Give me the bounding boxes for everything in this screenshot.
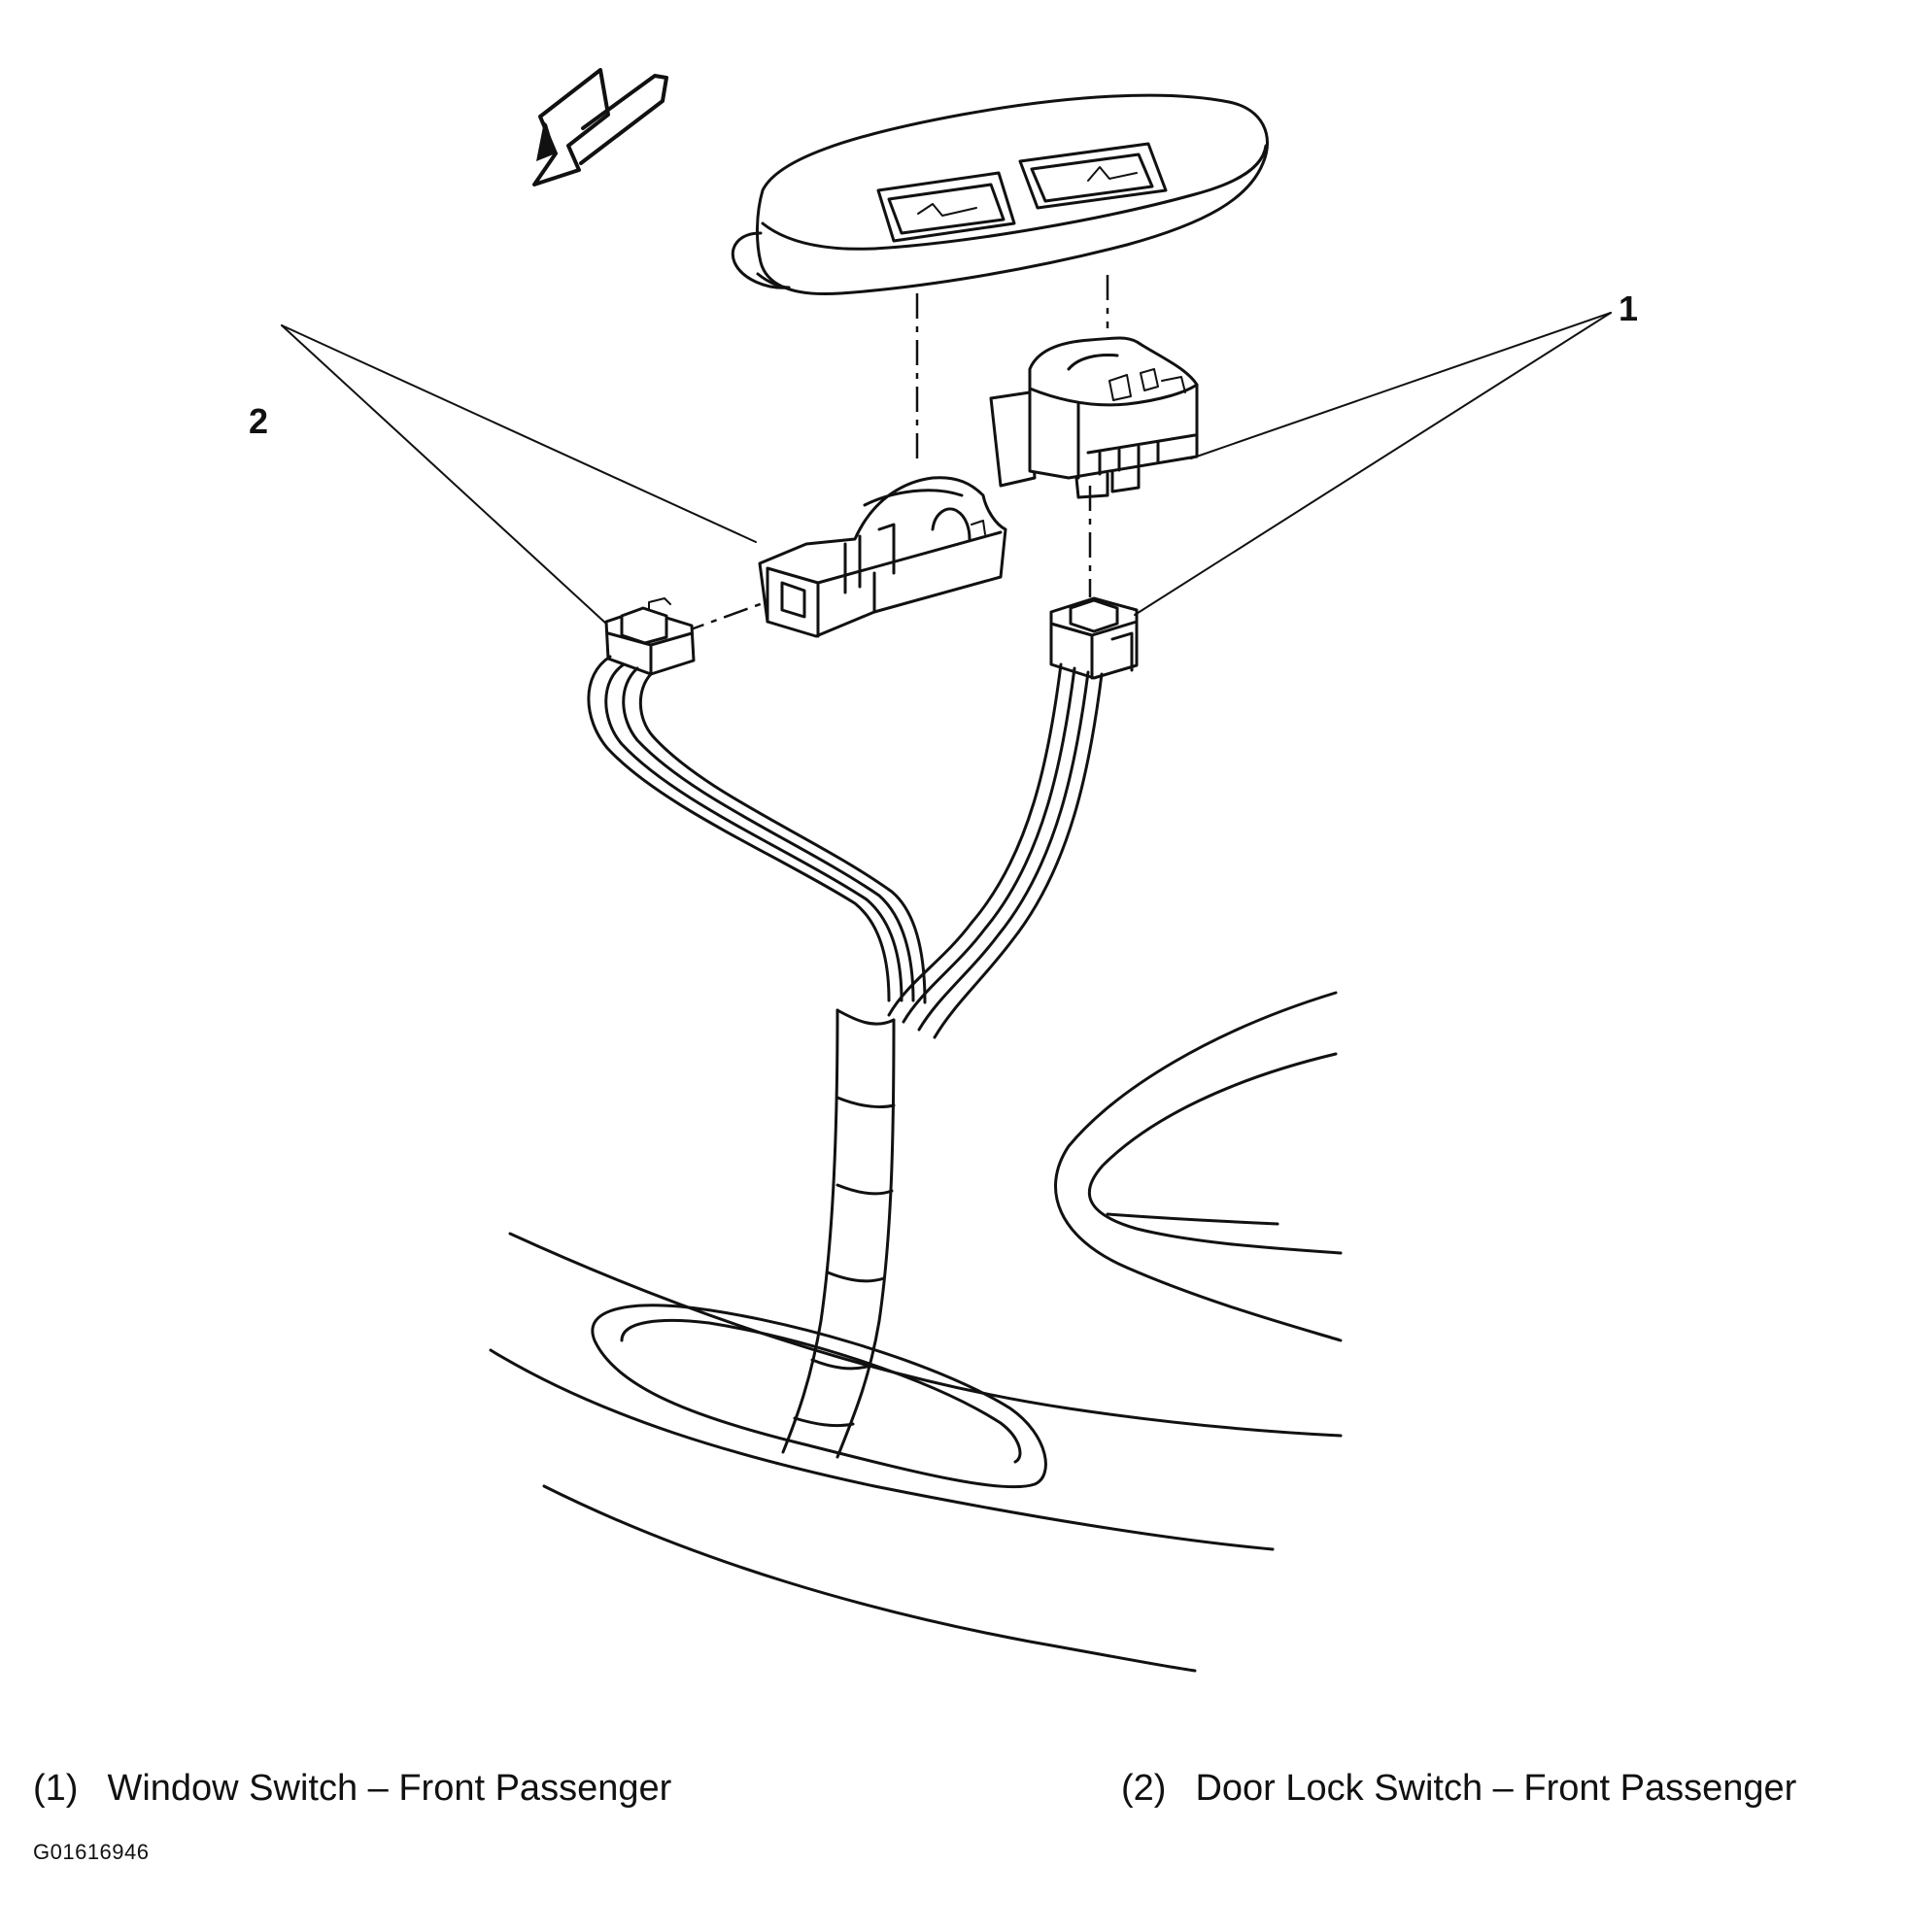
- callout-2: 2: [249, 401, 268, 441]
- legend-item-2: (2) Door Lock Switch – Front Passenger: [1121, 1768, 1796, 1810]
- wire-harness: [587, 655, 1104, 1459]
- legend-item-1: (1) Window Switch – Front Passenger: [33, 1768, 671, 1810]
- door-panel-contours: [489, 991, 1343, 1673]
- leader-lines: [281, 312, 1612, 625]
- connector-window-switch: [1049, 596, 1139, 680]
- figure-id: G01616946: [33, 1840, 150, 1864]
- legend-number: (2): [1121, 1768, 1167, 1809]
- legend-number: (1): [33, 1768, 79, 1809]
- legend-text: Door Lock Switch – Front Passenger: [1195, 1768, 1797, 1809]
- callout-1: 1: [1619, 288, 1638, 328]
- connector-door-lock-switch: [604, 597, 696, 676]
- window-switch-front-passenger: [989, 336, 1199, 499]
- direction-arrow-icon: [532, 68, 668, 186]
- door-lock-switch-front-passenger: [758, 476, 1007, 638]
- switch-bezel: [731, 93, 1269, 296]
- legend-text: Window Switch – Front Passenger: [107, 1768, 672, 1809]
